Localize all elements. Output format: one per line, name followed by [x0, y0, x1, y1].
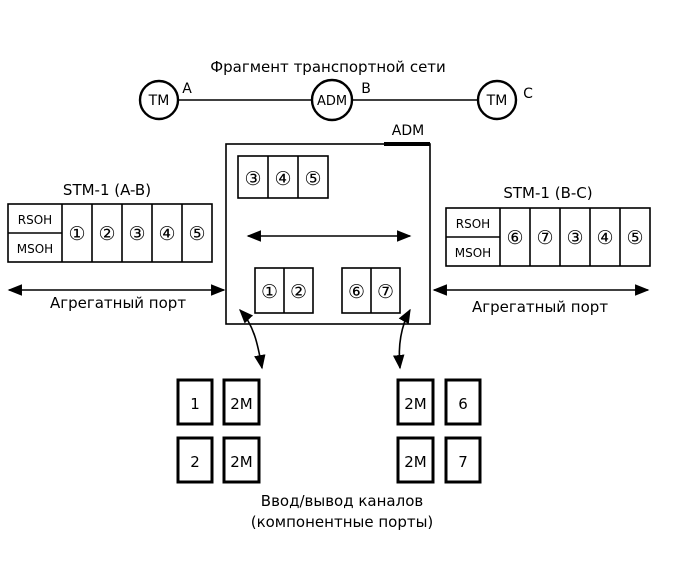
adm-label: ADM	[392, 123, 424, 139]
tributary-right-rate-box	[396, 436, 435, 484]
node-c-circle	[476, 79, 518, 121]
stm-left-title: STM-1 (A-B)	[63, 181, 151, 199]
node-a-circle	[138, 79, 180, 121]
stm-right-slot: ③	[566, 227, 583, 249]
stm-left-slot: ⑤	[188, 223, 205, 245]
tributary-left-num: 1	[190, 395, 200, 413]
stm-left-slot: ①	[68, 223, 85, 245]
adm-top-slot: ⑤	[304, 168, 321, 190]
adm-right-slots: ⑥ ⑦	[341, 267, 401, 314]
stm-right-slot: ④	[596, 227, 613, 249]
tributary-right-rate-box	[396, 378, 435, 426]
stm-right-msoh: MSOH	[455, 246, 491, 260]
stm-right-rsoh: RSOH	[456, 217, 490, 231]
node-a-label: TM	[148, 93, 170, 109]
node-b: ADM B	[310, 78, 371, 122]
stm-left-frame: RSOH MSOH ① ② ③ ④ ⑤	[7, 203, 213, 263]
tributary-right-num-box	[444, 378, 482, 426]
tributary-left-num-box	[176, 378, 214, 426]
tributary-right-num: 6	[458, 395, 468, 413]
tributary-right-rate: 2M	[404, 453, 427, 471]
tributary-left-rate: 2M	[230, 395, 253, 413]
stm-left-slot: ②	[98, 223, 115, 245]
caption-line-1: Ввод/вывод каналов	[261, 492, 423, 510]
adm-right-slot: ⑥	[348, 281, 365, 303]
stm-right-slot: ⑤	[626, 227, 643, 249]
adm-left-slots: ① ②	[254, 267, 314, 314]
tributary-left-rate-box	[222, 378, 261, 426]
tributary-left-rate-box	[222, 436, 261, 484]
node-b-letter: B	[361, 81, 371, 97]
tributary-left-num: 2	[190, 453, 200, 471]
caption-line-2: (компонентные порты)	[251, 513, 434, 531]
adm-top-slot-frame	[237, 155, 329, 199]
tributary-left-group: 1 2M 2 2M	[176, 378, 261, 484]
adm-top-slots: ③ ④ ⑤	[237, 155, 329, 199]
drop-left-arrow	[239, 308, 266, 370]
node-c: TM C	[476, 79, 533, 121]
adm-top-slot: ④	[274, 168, 291, 190]
aggregate-right-label: Агрегатный порт	[472, 298, 608, 316]
stm-left-slot: ③	[128, 223, 145, 245]
adm-left-slot: ①	[261, 281, 278, 303]
stm-right-slot: ⑥	[506, 227, 523, 249]
node-b-circle	[310, 78, 354, 122]
node-c-letter: C	[523, 86, 533, 102]
tributary-right-group: 2M 6 2M 7	[396, 378, 482, 484]
tributary-left-rate: 2M	[230, 453, 253, 471]
stm-right-slot: ⑦	[536, 227, 553, 249]
adm-left-slot: ②	[290, 281, 307, 303]
adm-right-slot: ⑦	[377, 281, 394, 303]
node-c-label: TM	[486, 93, 508, 109]
stm-left-rsoh: RSOH	[18, 213, 52, 227]
tributary-right-num: 7	[458, 453, 468, 471]
drop-right-arrow	[392, 308, 411, 370]
node-a-letter: A	[182, 81, 192, 97]
stm-right-frame: RSOH MSOH ⑥ ⑦ ③ ④ ⑤	[445, 207, 651, 267]
stm-right-title: STM-1 (B-C)	[503, 184, 592, 202]
tributary-right-rate: 2M	[404, 395, 427, 413]
stm-left-slot: ④	[158, 223, 175, 245]
tributary-right-num-box	[444, 436, 482, 484]
adm-top-slot: ③	[244, 168, 261, 190]
aggregate-left-label: Агрегатный порт	[50, 294, 186, 312]
tributary-left-num-box	[176, 436, 214, 484]
node-a: TM A	[138, 79, 192, 121]
stm-left-msoh: MSOH	[17, 242, 53, 256]
node-b-label: ADM	[317, 94, 347, 109]
diagram-title: Фрагмент транспортной сети	[210, 58, 446, 76]
